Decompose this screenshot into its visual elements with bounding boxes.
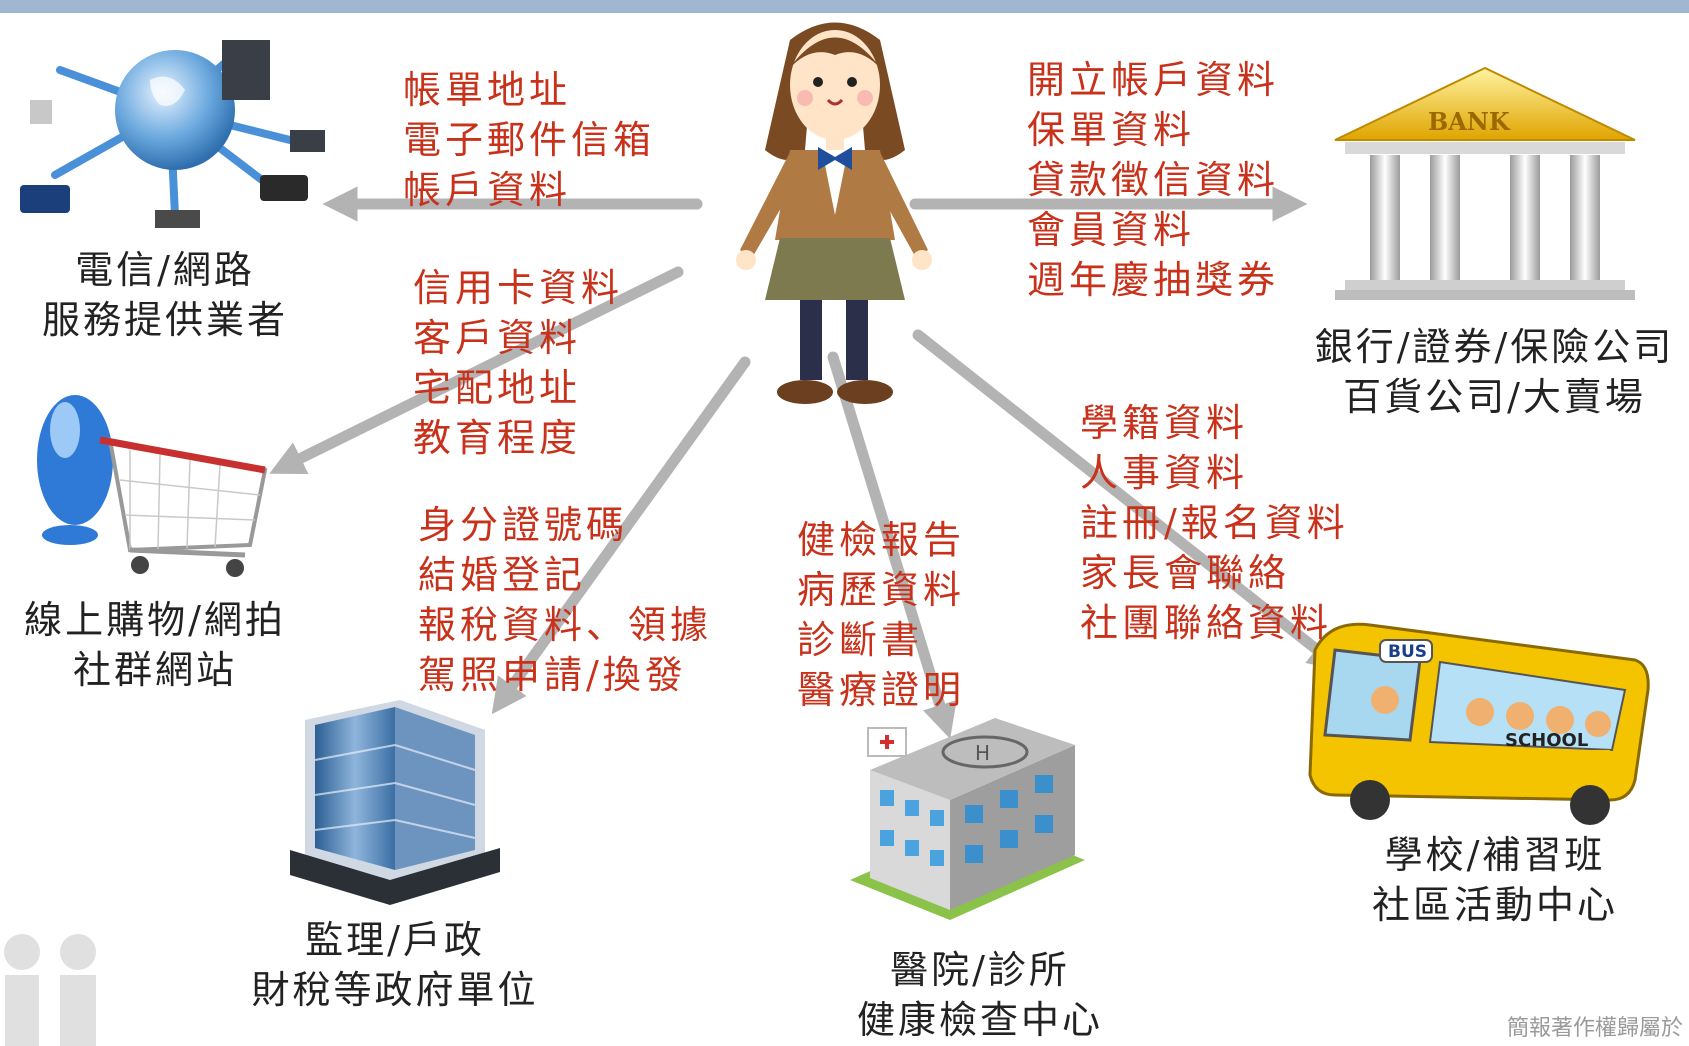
network-globe-icon [20, 40, 325, 228]
school-data-item: 社團聯絡資料 [1080, 601, 1333, 645]
school-label-line1: 學校/補習班 [1384, 833, 1606, 877]
telecom-data-item: 帳單地址 [403, 68, 572, 112]
school-label: 學校/補習班 社區活動中心 [1345, 830, 1645, 930]
bank-data-list: 開立帳戶資料 保單資料 貸款徵信資料 會員資料 週年慶抽獎券 [1027, 55, 1279, 305]
telecom-label-line1: 電信/網路 [75, 248, 255, 292]
hospital-data-item: 診斷書 [797, 618, 924, 662]
arrow-to-hospital [827, 351, 957, 739]
school-data-item: 人事資料 [1080, 451, 1249, 495]
bank-label: 銀行/證券/保險公司 百貨公司/大賣場 [1300, 322, 1689, 422]
telecom-data-item: 帳戶資料 [403, 168, 572, 212]
hospital-icon: H [850, 718, 1085, 920]
bank-data-item: 會員資料 [1027, 208, 1196, 252]
hospital-label-line2: 健康檢查中心 [856, 998, 1103, 1042]
shopping-cart-icon [37, 395, 268, 577]
bank-data-item: 保單資料 [1027, 108, 1196, 152]
shopping-label: 線上購物/網拍 社群網站 [10, 595, 300, 695]
school-data-item: 註冊/報名資料 [1080, 501, 1349, 545]
government-data-item: 身分證號碼 [418, 503, 629, 547]
government-label-line2: 財稅等政府單位 [251, 968, 539, 1012]
hospital-label-line1: 醫院/診所 [890, 948, 1070, 992]
government-data-item: 報稅資料、領據 [418, 603, 713, 647]
shopping-data-item: 信用卡資料 [413, 266, 624, 310]
hospital-data-list: 健檢報告 病歷資料 診斷書 醫療證明 [797, 515, 965, 715]
shopping-label-line2: 社群網站 [72, 648, 237, 692]
bank-label-line2: 百貨公司/大賣場 [1343, 375, 1646, 419]
bank-sign: BANK [1428, 107, 1511, 136]
school-sign: SCHOOL [1505, 730, 1588, 751]
school-label-line2: 社區活動中心 [1371, 883, 1618, 927]
copyright-watermark: 簡報著作權歸屬於 [1506, 1016, 1683, 1041]
school-data-item: 學籍資料 [1080, 401, 1249, 445]
arrow-to-government [491, 356, 751, 715]
bank-label-line1: 銀行/證券/保險公司 [1314, 325, 1675, 369]
shopping-data-list: 信用卡資料 客戶資料 宅配地址 教育程度 [413, 263, 623, 463]
telecom-data-item: 電子郵件信箱 [403, 118, 656, 162]
telecom-data-list: 帳單地址 電子郵件信箱 帳戶資料 [403, 65, 655, 215]
school-data-list: 學籍資料 人事資料 註冊/報名資料 家長會聯絡 社團聯絡資料 [1080, 398, 1349, 648]
telecom-label: 電信/網路 服務提供業者 [20, 245, 310, 345]
arrow-to-shopping [269, 266, 684, 474]
decorative-people-icon [4, 934, 96, 1046]
government-data-list: 身分證號碼 結婚登記 報稅資料、領據 駕照申請/換發 [418, 500, 712, 700]
government-label: 監理/戶政 財稅等政府單位 [235, 915, 555, 1015]
arrow-to-school [912, 329, 1344, 671]
person-illustration [736, 22, 932, 404]
hospital-label: 醫院/診所 健康檢查中心 [830, 945, 1130, 1045]
telecom-label-line2: 服務提供業者 [41, 298, 288, 342]
shopping-label-line1: 線上購物/網拍 [24, 598, 286, 642]
office-building-icon [290, 700, 500, 905]
bus-sign: BUS [1388, 642, 1427, 662]
government-data-item: 駕照申請/換發 [418, 653, 687, 697]
shopping-data-item: 教育程度 [413, 416, 582, 460]
flow-arrows [269, 186, 1344, 739]
hospital-data-item: 病歷資料 [797, 568, 966, 612]
bank-data-item: 週年慶抽獎券 [1027, 258, 1280, 302]
svg-text:H: H [975, 741, 990, 765]
hospital-data-item: 健檢報告 [797, 518, 966, 562]
shopping-data-item: 宅配地址 [413, 366, 582, 410]
top-bar [0, 0, 1689, 13]
school-bus-icon: BUS SCHOOL [1308, 622, 1650, 825]
bank-building-icon: BANK [1334, 66, 1636, 300]
school-data-item: 家長會聯絡 [1080, 551, 1291, 595]
government-label-line1: 監理/戶政 [305, 918, 485, 962]
government-data-item: 結婚登記 [418, 553, 587, 597]
hospital-data-item: 醫療證明 [797, 668, 966, 712]
bank-data-item: 開立帳戶資料 [1027, 58, 1280, 102]
bank-data-item: 貸款徵信資料 [1027, 158, 1280, 202]
shopping-data-item: 客戶資料 [413, 316, 582, 360]
